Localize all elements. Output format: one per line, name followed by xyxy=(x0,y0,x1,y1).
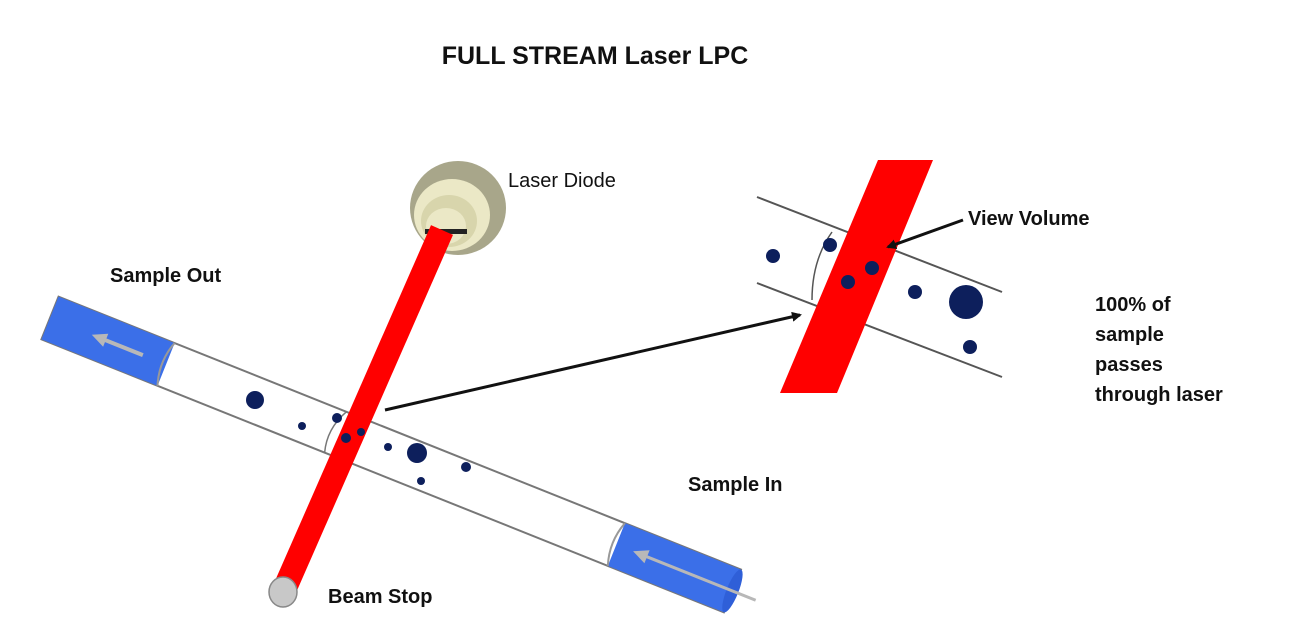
note-line: 100% of xyxy=(1095,294,1171,316)
beam-stop-icon xyxy=(268,576,298,608)
label-view-volume: View Volume xyxy=(968,208,1090,230)
label-sample-out: Sample Out xyxy=(110,265,222,287)
note-line: sample xyxy=(1095,324,1164,346)
label-sample-in: Sample In xyxy=(688,474,783,496)
note-full-sampling: 100% of sample passes through laser xyxy=(1095,290,1223,410)
label-beam-stop: Beam Stop xyxy=(328,586,433,608)
note-line: through laser xyxy=(1095,384,1223,406)
inset-view xyxy=(756,160,1003,393)
flow-arrow-in-icon xyxy=(643,554,757,602)
particles xyxy=(246,391,471,485)
flow-tube xyxy=(40,295,757,614)
note-line: passes xyxy=(1095,354,1163,376)
view-volume-arrow-icon xyxy=(886,218,964,249)
diagram-title: FULL STREAM Laser LPC xyxy=(441,42,749,70)
label-laser-diode: Laser Diode xyxy=(508,170,616,192)
zoom-arrow-icon xyxy=(384,311,802,412)
laser-beam xyxy=(274,225,453,593)
inset-laser-beam xyxy=(780,160,933,393)
